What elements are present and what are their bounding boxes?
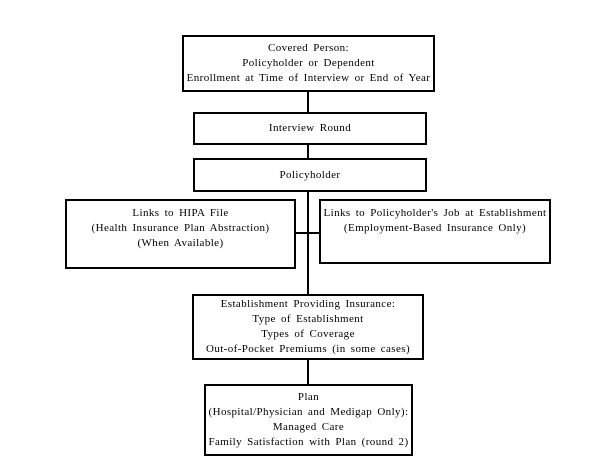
box-policyholder-job: Links to Policyholder's Job at Establish… xyxy=(319,199,551,264)
box-line: Establishment Providing Insurance: xyxy=(220,298,396,310)
connector-establishment-to-plan xyxy=(307,360,309,384)
box-line: Interview Round xyxy=(268,122,352,134)
box-line: Links to Policyholder's Job at Establish… xyxy=(323,207,547,219)
box-line: (Employment-Based Insurance Only) xyxy=(343,222,527,234)
box-line: Policyholder xyxy=(279,168,341,181)
box-covered-person: Covered Person: Policyholder or Dependen… xyxy=(182,35,435,92)
connector-side-links xyxy=(296,232,319,234)
box-line: Enrollment at Time of Interview or End o… xyxy=(186,72,431,84)
box-establishment: Establishment Providing Insurance: Type … xyxy=(192,294,424,360)
box-line: (When Available) xyxy=(137,237,224,249)
box-interview-round: Interview Round xyxy=(193,112,427,145)
box-line: Family Satisfaction with Plan (round 2) xyxy=(208,436,409,448)
box-policyholder: Policyholder xyxy=(193,158,427,192)
box-line: Links to HIPA File xyxy=(132,207,229,219)
box-line: Types of Coverage xyxy=(261,328,355,340)
box-line: (Health Insurance Plan Abstraction) xyxy=(91,222,270,234)
box-line: Managed Care xyxy=(272,421,345,433)
connector-policyholder-to-establishment xyxy=(307,192,309,294)
box-line: Covered Person: xyxy=(267,42,349,54)
connector-interview-to-policyholder xyxy=(307,145,309,158)
box-line: Type of Establishment xyxy=(252,313,364,325)
box-line: Out-of-Pocket Premiums (in some cases) xyxy=(205,343,411,355)
box-line: Plan xyxy=(297,391,320,403)
box-plan: Plan (Hospital/Physician and Medigap Onl… xyxy=(204,384,413,456)
box-line: Policyholder or Dependent xyxy=(242,57,375,69)
box-hipa-file: Links to HIPA File (Health Insurance Pla… xyxy=(65,199,296,269)
connector-covered-to-interview xyxy=(307,92,309,112)
box-line: (Hospital/Physician and Medigap Only): xyxy=(208,406,409,418)
